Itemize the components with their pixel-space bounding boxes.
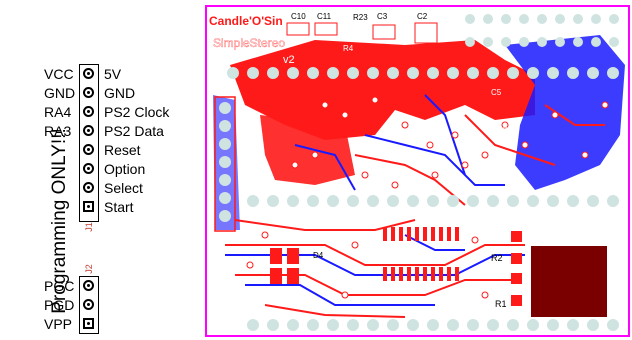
j2-left-label-vpp: VPP bbox=[44, 316, 73, 332]
bottom-row-pads bbox=[247, 319, 619, 331]
programming-header-panel: Programming ONLY!!! J1 VCC GND RA4 RA3 5… bbox=[0, 0, 205, 340]
ref-c7: C7 bbox=[497, 126, 508, 135]
j1-pin-3 bbox=[83, 106, 94, 117]
j1-pin-1 bbox=[83, 68, 94, 79]
j1-right-label-reset: Reset bbox=[104, 142, 141, 158]
j1-right-label-start: Start bbox=[104, 199, 134, 215]
serial-number-label: Serial no: bbox=[532, 229, 587, 244]
ref-r1: R1 bbox=[495, 299, 507, 309]
top-connector-pads bbox=[465, 14, 619, 47]
j2-ref-label: J2 bbox=[83, 264, 94, 274]
j2-pin-1 bbox=[83, 280, 94, 291]
ref-c5: C5 bbox=[491, 88, 502, 97]
serial-number-box bbox=[531, 246, 607, 317]
j2-left-label-pgc: PGC bbox=[44, 278, 75, 294]
top-copper-pour-mid bbox=[260, 115, 355, 185]
j2-header-outline bbox=[79, 276, 99, 334]
serial-pads bbox=[511, 231, 522, 306]
board-version: v2 bbox=[283, 54, 295, 66]
j1-right-label-option: Option bbox=[104, 161, 146, 177]
j1-pin-7 bbox=[83, 182, 94, 193]
j1-pin-5 bbox=[83, 144, 94, 155]
j1-right-label-gnd: GND bbox=[104, 85, 136, 101]
j1-pin-8 bbox=[83, 201, 94, 212]
j1-left-label-vcc: VCC bbox=[44, 66, 74, 82]
top-capacitor-outlines bbox=[286, 22, 438, 44]
j2-pin-3 bbox=[83, 318, 94, 329]
j1-right-label-ps2-clock: PS2 Clock bbox=[104, 104, 170, 120]
top-row-pads bbox=[227, 67, 619, 79]
ref-c11: C11 bbox=[317, 12, 332, 21]
ref-r2: R2 bbox=[491, 253, 503, 263]
j1-pin-4 bbox=[83, 125, 94, 136]
j1-right-label-ps2-data: PS2 Data bbox=[104, 123, 164, 139]
ref-r23: R23 bbox=[353, 13, 368, 22]
ic-footprint-lower bbox=[383, 227, 459, 281]
j1-header-outline bbox=[79, 64, 99, 222]
ref-c2: C2 bbox=[417, 12, 428, 21]
top-copper-pour-upper bbox=[230, 40, 535, 140]
pcb-board: Candle'O'Sin SimpleStereo v2 Serial no: … bbox=[205, 5, 630, 337]
j2-left-label-pgd: PGD bbox=[44, 297, 75, 313]
left-pin-strip bbox=[214, 96, 236, 232]
board-subtitle: SimpleStereo bbox=[213, 36, 285, 50]
middle-row-pads bbox=[247, 195, 619, 207]
j1-left-label-ra3: RA3 bbox=[44, 123, 72, 139]
vias bbox=[246, 96, 609, 299]
j1-left-label-ra4: RA4 bbox=[44, 104, 72, 120]
j1-pin-6 bbox=[83, 163, 94, 174]
j1-right-label-select: Select bbox=[104, 180, 143, 196]
d4-component bbox=[270, 248, 299, 284]
ref-c10: C10 bbox=[291, 12, 306, 21]
j2-pin-2 bbox=[83, 299, 94, 310]
j1-left-label-gnd: GND bbox=[44, 85, 76, 101]
j1-pin-2 bbox=[83, 87, 94, 98]
ref-d4: D4 bbox=[313, 251, 324, 260]
left-strip-pads bbox=[219, 102, 231, 222]
j1-ref-label: J1 bbox=[83, 222, 94, 232]
j1-right-label-5v: 5V bbox=[104, 66, 122, 82]
ref-r4: R4 bbox=[343, 44, 354, 53]
board-title: Candle'O'Sin bbox=[209, 14, 283, 28]
ref-c3: C3 bbox=[377, 12, 388, 21]
